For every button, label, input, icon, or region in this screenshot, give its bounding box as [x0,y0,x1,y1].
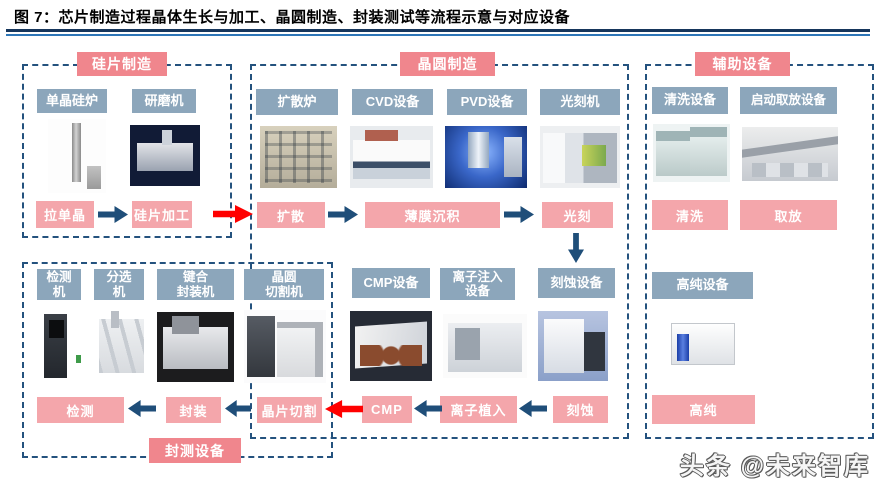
equipment-label-tester: 检测 机 [37,269,81,300]
section-header-auxiliary: 辅助设备 [695,52,790,76]
step-label-ion-implantation: 离子植入 [440,396,517,423]
figure-title: 图 7：芯片制造过程晶体生长与加工、晶圆制造、封装测试等流程示意与对应设备 [14,9,571,26]
section-header-wafer: 晶圆制造 [400,52,495,76]
equipment-label-crystal-furnace: 单晶硅炉 [37,89,107,113]
equipment-label-sorter: 分选 机 [94,269,144,300]
equipment-label-etcher: 刻蚀设备 [538,268,615,298]
equipment-label-cleaning: 清洗设备 [652,87,728,114]
section-header-packaging: 封测设备 [149,438,241,463]
section-header-silicon: 硅片制造 [77,52,167,76]
equipment-label-bonder-packager: 键合 封装机 [157,269,234,300]
step-label-wafer-processing: 硅片加工 [132,201,192,228]
photo-cmp [350,311,432,381]
equipment-label-cmp: CMP设备 [352,268,430,298]
equipment-label-pvd: PVD设备 [447,89,527,115]
equipment-label-cvd: CVD设备 [352,89,433,115]
step-label-cmp: CMP [362,396,412,423]
photo-high-purity-equipment [665,315,740,372]
photo-tester [39,308,89,384]
step-label-die-cutting: 晶片切割 [257,397,322,423]
photo-grinder [130,125,200,186]
step-label-high-purity: 高纯 [652,395,755,424]
equipment-label-high-purity: 高纯设备 [652,272,753,299]
equipment-label-diffusion-furnace: 扩散炉 [256,89,338,115]
title-divider-rule [6,29,870,36]
photo-lithography [540,126,620,188]
equipment-label-pick-place: 启动取放设备 [740,87,837,114]
photo-cleaning-equipment [653,124,730,182]
equipment-label-ion-implanter: 离子注入 设备 [440,268,515,300]
watermark: 头条 @未来智库 [679,453,870,480]
step-label-pull-crystal: 拉单晶 [36,201,94,228]
photo-crystal-furnace [48,119,106,193]
photo-ion-implanter [443,314,527,378]
step-label-etching: 刻蚀 [553,396,608,423]
equipment-label-wafer-dicer: 晶圆 切割机 [244,269,324,300]
step-label-pick-place: 取放 [740,200,837,230]
step-label-cleaning: 清洗 [652,200,728,230]
photo-wafer-dicer [244,310,326,383]
step-label-diffusion: 扩散 [257,202,325,228]
equipment-label-lithography: 光刻机 [540,89,620,115]
photo-diffusion-furnace [260,126,337,188]
step-label-testing: 检测 [37,397,124,423]
step-label-lithography: 光刻 [542,202,613,228]
photo-etcher [538,311,608,381]
photo-sorter [96,308,147,384]
photo-pick-place-equipment [742,127,838,181]
step-label-packaging: 封装 [166,397,221,423]
section-box-auxiliary [645,64,874,439]
photo-bonder-packager [157,312,234,382]
equipment-label-grinder: 研磨机 [132,89,196,113]
photo-pvd [445,126,527,188]
photo-cvd [350,126,433,188]
step-label-thin-film-deposition: 薄膜沉积 [365,202,500,228]
